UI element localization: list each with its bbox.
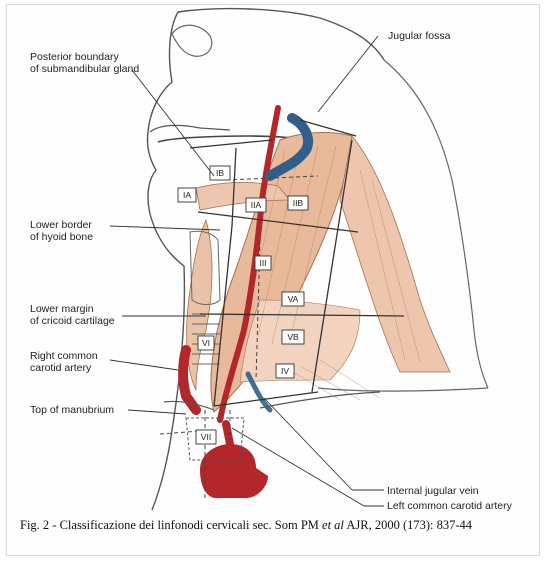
level-IIB: IIB [293, 198, 304, 208]
label-top-of-manubrium: Top of manubrium [30, 404, 114, 416]
level-VB: VB [287, 332, 299, 342]
level-III: III [259, 258, 266, 268]
label-lower-border-hyoid: Lower border of hyoid bone [30, 219, 93, 243]
figure-caption: Fig. 2 - Classificazione dei linfonodi c… [20, 518, 530, 533]
left-common-carotid [226, 424, 230, 444]
label-posterior-boundary: Posterior boundary of submandibular glan… [30, 51, 139, 75]
level-IA: IA [183, 190, 191, 200]
caption-prefix: Fig. 2 - Classificazione dei linfonodi c… [20, 518, 322, 532]
label-right-common-carotid: Right common carotid artery [30, 350, 98, 374]
label-internal-jugular-vein: Internal jugular vein [387, 485, 479, 497]
level-IIA: IIA [251, 200, 262, 210]
chin-outline [150, 125, 230, 132]
label-lower-margin-cricoid: Lower margin of cricoid cartilage [30, 303, 115, 327]
aortic-arch [200, 444, 268, 498]
ear-outline [172, 25, 212, 56]
label-left-common-carotid: Left common carotid artery [387, 500, 512, 512]
level-IB: IB [216, 168, 224, 178]
level-VA: VA [288, 294, 299, 304]
level-VI: VI [202, 338, 210, 348]
caption-suffix: AJR, 2000 (173): 837-44 [344, 518, 472, 532]
level-VII: VII [201, 432, 211, 442]
label-jugular-fossa: Jugular fossa [388, 30, 450, 42]
level-IV: IV [281, 366, 289, 376]
caption-italic: et al [322, 518, 344, 532]
head-outline [147, 12, 184, 510]
